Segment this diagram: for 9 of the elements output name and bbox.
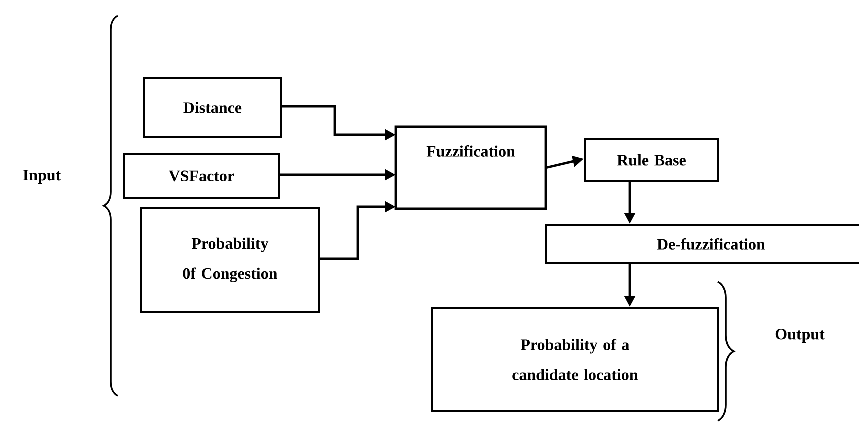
process-box: De-fuzzification — [545, 224, 859, 264]
process-box: Fuzzification — [394, 126, 548, 210]
output-box: Probability of a candidate location — [431, 307, 720, 412]
input-box: Distance — [143, 77, 282, 138]
input-box: VSFactor — [123, 153, 280, 200]
input-box: Probability 0f Congestion — [140, 207, 320, 314]
process-box: Rule Base — [584, 138, 720, 182]
side-label: Input — [23, 170, 62, 184]
side-label: Output — [776, 329, 825, 343]
